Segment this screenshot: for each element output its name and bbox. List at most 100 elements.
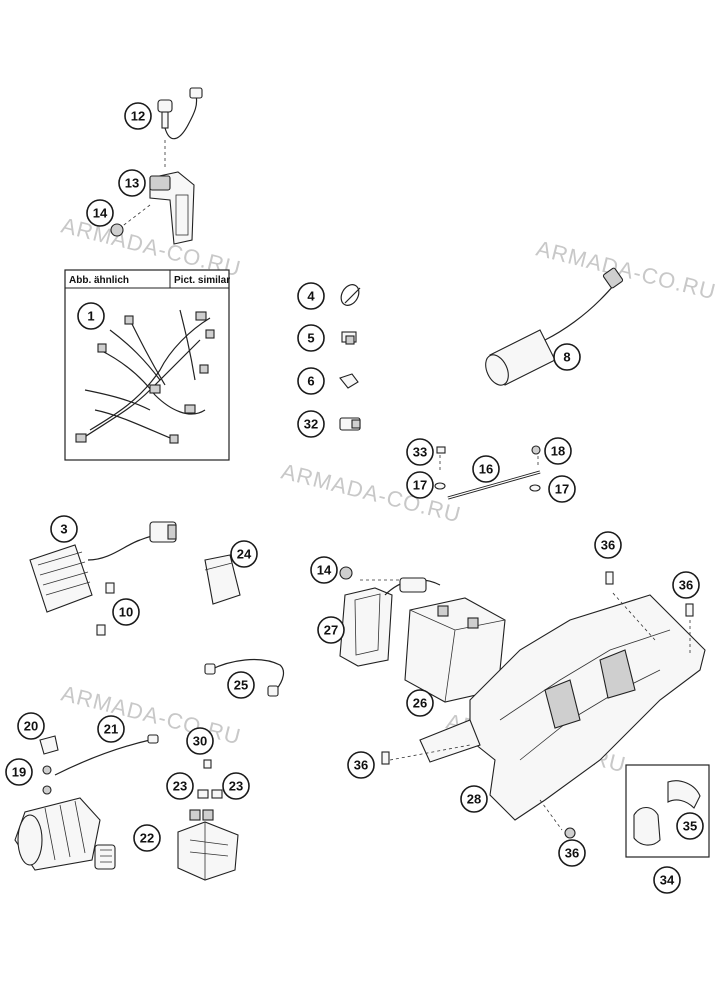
callout-14: 14 bbox=[86, 199, 114, 227]
part-23-fuse-right bbox=[211, 789, 223, 799]
part-26-battery bbox=[404, 597, 506, 703]
part-10-bolts bbox=[96, 582, 115, 636]
svg-text:25: 25 bbox=[234, 678, 248, 693]
callout-13: 13 bbox=[118, 169, 146, 197]
svg-text:8: 8 bbox=[563, 350, 570, 365]
part-30-screw bbox=[203, 759, 212, 769]
callout-5: 5 bbox=[297, 324, 325, 352]
part-17-washer-right bbox=[529, 484, 541, 492]
svg-text:20: 20 bbox=[24, 719, 38, 734]
callout-22: 22 bbox=[133, 824, 161, 852]
svg-text:6: 6 bbox=[307, 374, 314, 389]
svg-text:17: 17 bbox=[413, 478, 427, 493]
callout-36-top: 36 bbox=[594, 531, 622, 559]
svg-text:28: 28 bbox=[467, 792, 481, 807]
svg-text:19: 19 bbox=[12, 765, 26, 780]
part-33-bolt bbox=[436, 446, 446, 454]
svg-text:5: 5 bbox=[307, 331, 314, 346]
callout-8: 8 bbox=[553, 343, 581, 371]
svg-text:16: 16 bbox=[479, 462, 493, 477]
svg-text:10: 10 bbox=[119, 605, 133, 620]
part-24-cover bbox=[204, 554, 241, 605]
svg-text:21: 21 bbox=[104, 722, 118, 737]
callout-30: 30 bbox=[186, 727, 214, 755]
svg-text:22: 22 bbox=[140, 831, 154, 846]
inset-label-left: Abb. ähnlich bbox=[69, 275, 129, 286]
callout-21: 21 bbox=[97, 715, 125, 743]
part-23-fuse-left bbox=[197, 789, 209, 799]
callout-16: 16 bbox=[472, 455, 500, 483]
svg-text:12: 12 bbox=[131, 109, 145, 124]
svg-text:36: 36 bbox=[565, 846, 579, 861]
part-14-nut-top bbox=[110, 223, 124, 237]
svg-text:23: 23 bbox=[173, 779, 187, 794]
part-13-bracket bbox=[119, 171, 195, 245]
part-4-cable-tie bbox=[340, 284, 361, 306]
callout-36-right: 36 bbox=[672, 571, 700, 599]
callout-17-left: 17 bbox=[406, 471, 434, 499]
callout-19: 19 bbox=[5, 758, 33, 786]
part-32-plug bbox=[339, 417, 361, 431]
svg-text:18: 18 bbox=[551, 444, 565, 459]
callout-25: 25 bbox=[227, 671, 255, 699]
part-21-cable bbox=[54, 734, 159, 776]
callout-4: 4 bbox=[297, 282, 325, 310]
part-22-relay bbox=[177, 809, 239, 881]
callout-23-right: 23 bbox=[222, 772, 250, 800]
svg-text:3: 3 bbox=[60, 522, 67, 537]
svg-text:24: 24 bbox=[237, 547, 252, 562]
svg-text:14: 14 bbox=[317, 563, 332, 578]
callout-20: 20 bbox=[17, 712, 45, 740]
part-28-frame bbox=[360, 579, 706, 831]
svg-text:36: 36 bbox=[354, 758, 368, 773]
svg-text:30: 30 bbox=[193, 734, 207, 749]
callout-14-mid: 14 bbox=[310, 556, 338, 584]
part-3-regulator bbox=[29, 521, 177, 613]
svg-text:36: 36 bbox=[601, 538, 615, 553]
svg-text:26: 26 bbox=[413, 696, 427, 711]
part-36-bolts bbox=[381, 571, 694, 839]
part-35-clamp bbox=[633, 780, 701, 846]
callout-17-right: 17 bbox=[548, 475, 576, 503]
callout-23-left: 23 bbox=[166, 772, 194, 800]
part-8-capacitor bbox=[485, 267, 624, 386]
callout-33: 33 bbox=[406, 438, 434, 466]
svg-text:27: 27 bbox=[324, 623, 338, 638]
svg-text:36: 36 bbox=[679, 578, 693, 593]
svg-text:35: 35 bbox=[683, 819, 697, 834]
callout-24: 24 bbox=[230, 540, 258, 568]
part-25-cable bbox=[204, 659, 285, 697]
svg-text:14: 14 bbox=[93, 206, 108, 221]
callout-28: 28 bbox=[460, 785, 488, 813]
part-19-nut bbox=[42, 765, 52, 775]
svg-text:33: 33 bbox=[413, 445, 427, 460]
callout-32: 32 bbox=[297, 410, 325, 438]
svg-text:17: 17 bbox=[555, 482, 569, 497]
callout-35: 35 bbox=[676, 812, 704, 840]
callout-6: 6 bbox=[297, 367, 325, 395]
callout-27: 27 bbox=[317, 616, 345, 644]
svg-text:34: 34 bbox=[660, 873, 675, 888]
part-5-connector bbox=[341, 331, 357, 345]
callouts: 12 13 14 1 4 5 6 32 8 33 18 16 17 17 3 2… bbox=[5, 102, 704, 894]
part-14-nut-mid bbox=[339, 566, 353, 580]
callout-34: 34 bbox=[653, 866, 681, 894]
part-12-cable bbox=[157, 87, 203, 170]
inset-label-right: Pict. similar bbox=[174, 275, 230, 286]
svg-text:13: 13 bbox=[125, 176, 139, 191]
watermark-2: ARMADA-CO.RU bbox=[534, 236, 718, 305]
callout-18: 18 bbox=[544, 437, 572, 465]
part-18-nut bbox=[531, 445, 541, 455]
callout-3: 3 bbox=[50, 515, 78, 543]
svg-text:1: 1 bbox=[87, 309, 94, 324]
part-6-clip bbox=[339, 373, 359, 389]
callout-12: 12 bbox=[124, 102, 152, 130]
part-27-bracket bbox=[339, 577, 441, 667]
svg-text:4: 4 bbox=[307, 289, 315, 304]
part-20-cap bbox=[39, 735, 59, 755]
callout-1: 1 bbox=[77, 302, 105, 330]
part-16-rod bbox=[439, 450, 541, 500]
watermark-3: ARMADA-CO.RU bbox=[279, 459, 464, 528]
callout-36-bottom: 36 bbox=[558, 839, 586, 867]
